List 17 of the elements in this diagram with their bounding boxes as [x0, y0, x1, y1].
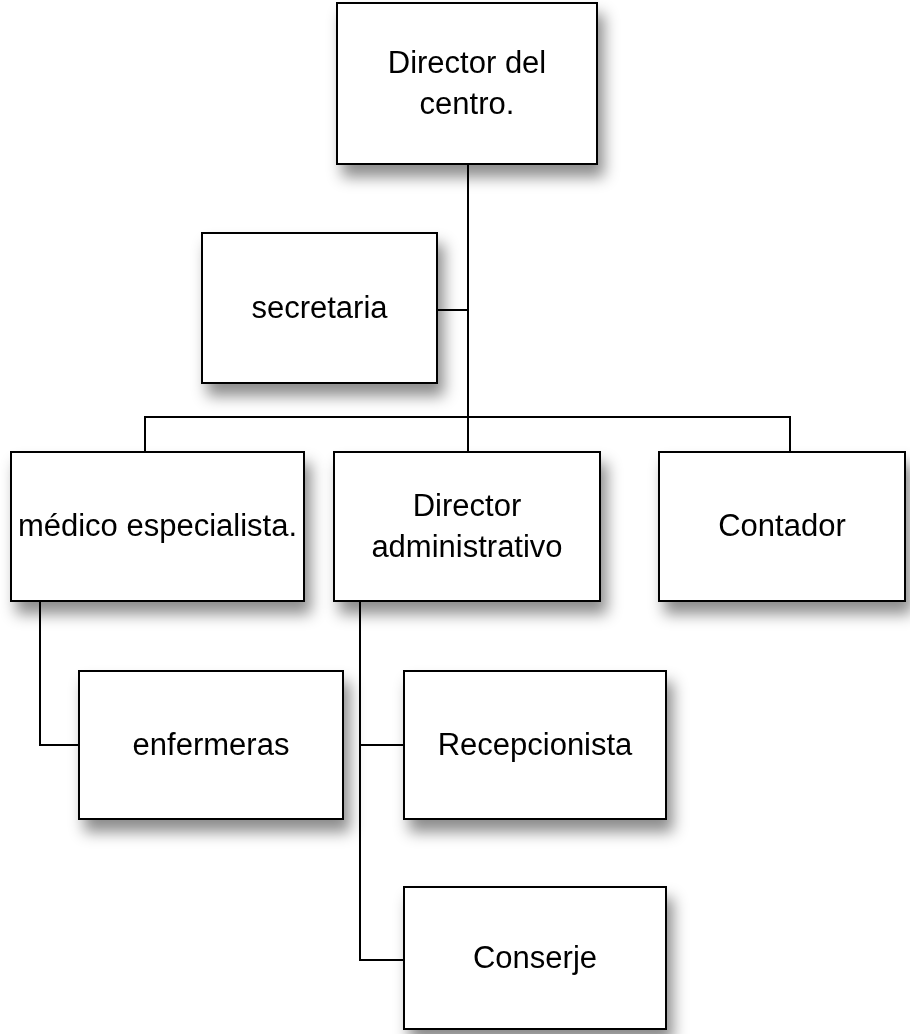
org-box [336, 2, 598, 165]
org-box [403, 670, 667, 820]
role-label: Director del centro. [386, 44, 548, 123]
role-label: Contador [718, 507, 846, 546]
role-label: Conserje [472, 938, 598, 977]
role-label: enfermeras [132, 725, 290, 764]
role-label: Recepcionista [437, 725, 633, 764]
role-label: secretaria [251, 288, 388, 327]
role-label: médico especialista. [17, 507, 298, 546]
connector-line [39, 601, 79, 746]
org-box [201, 232, 438, 384]
org-box [658, 451, 906, 602]
org-box [78, 670, 344, 820]
org-box [333, 451, 601, 602]
org-box [10, 451, 305, 602]
role-label: Director administrativo [370, 487, 564, 566]
org-box [403, 886, 667, 1030]
